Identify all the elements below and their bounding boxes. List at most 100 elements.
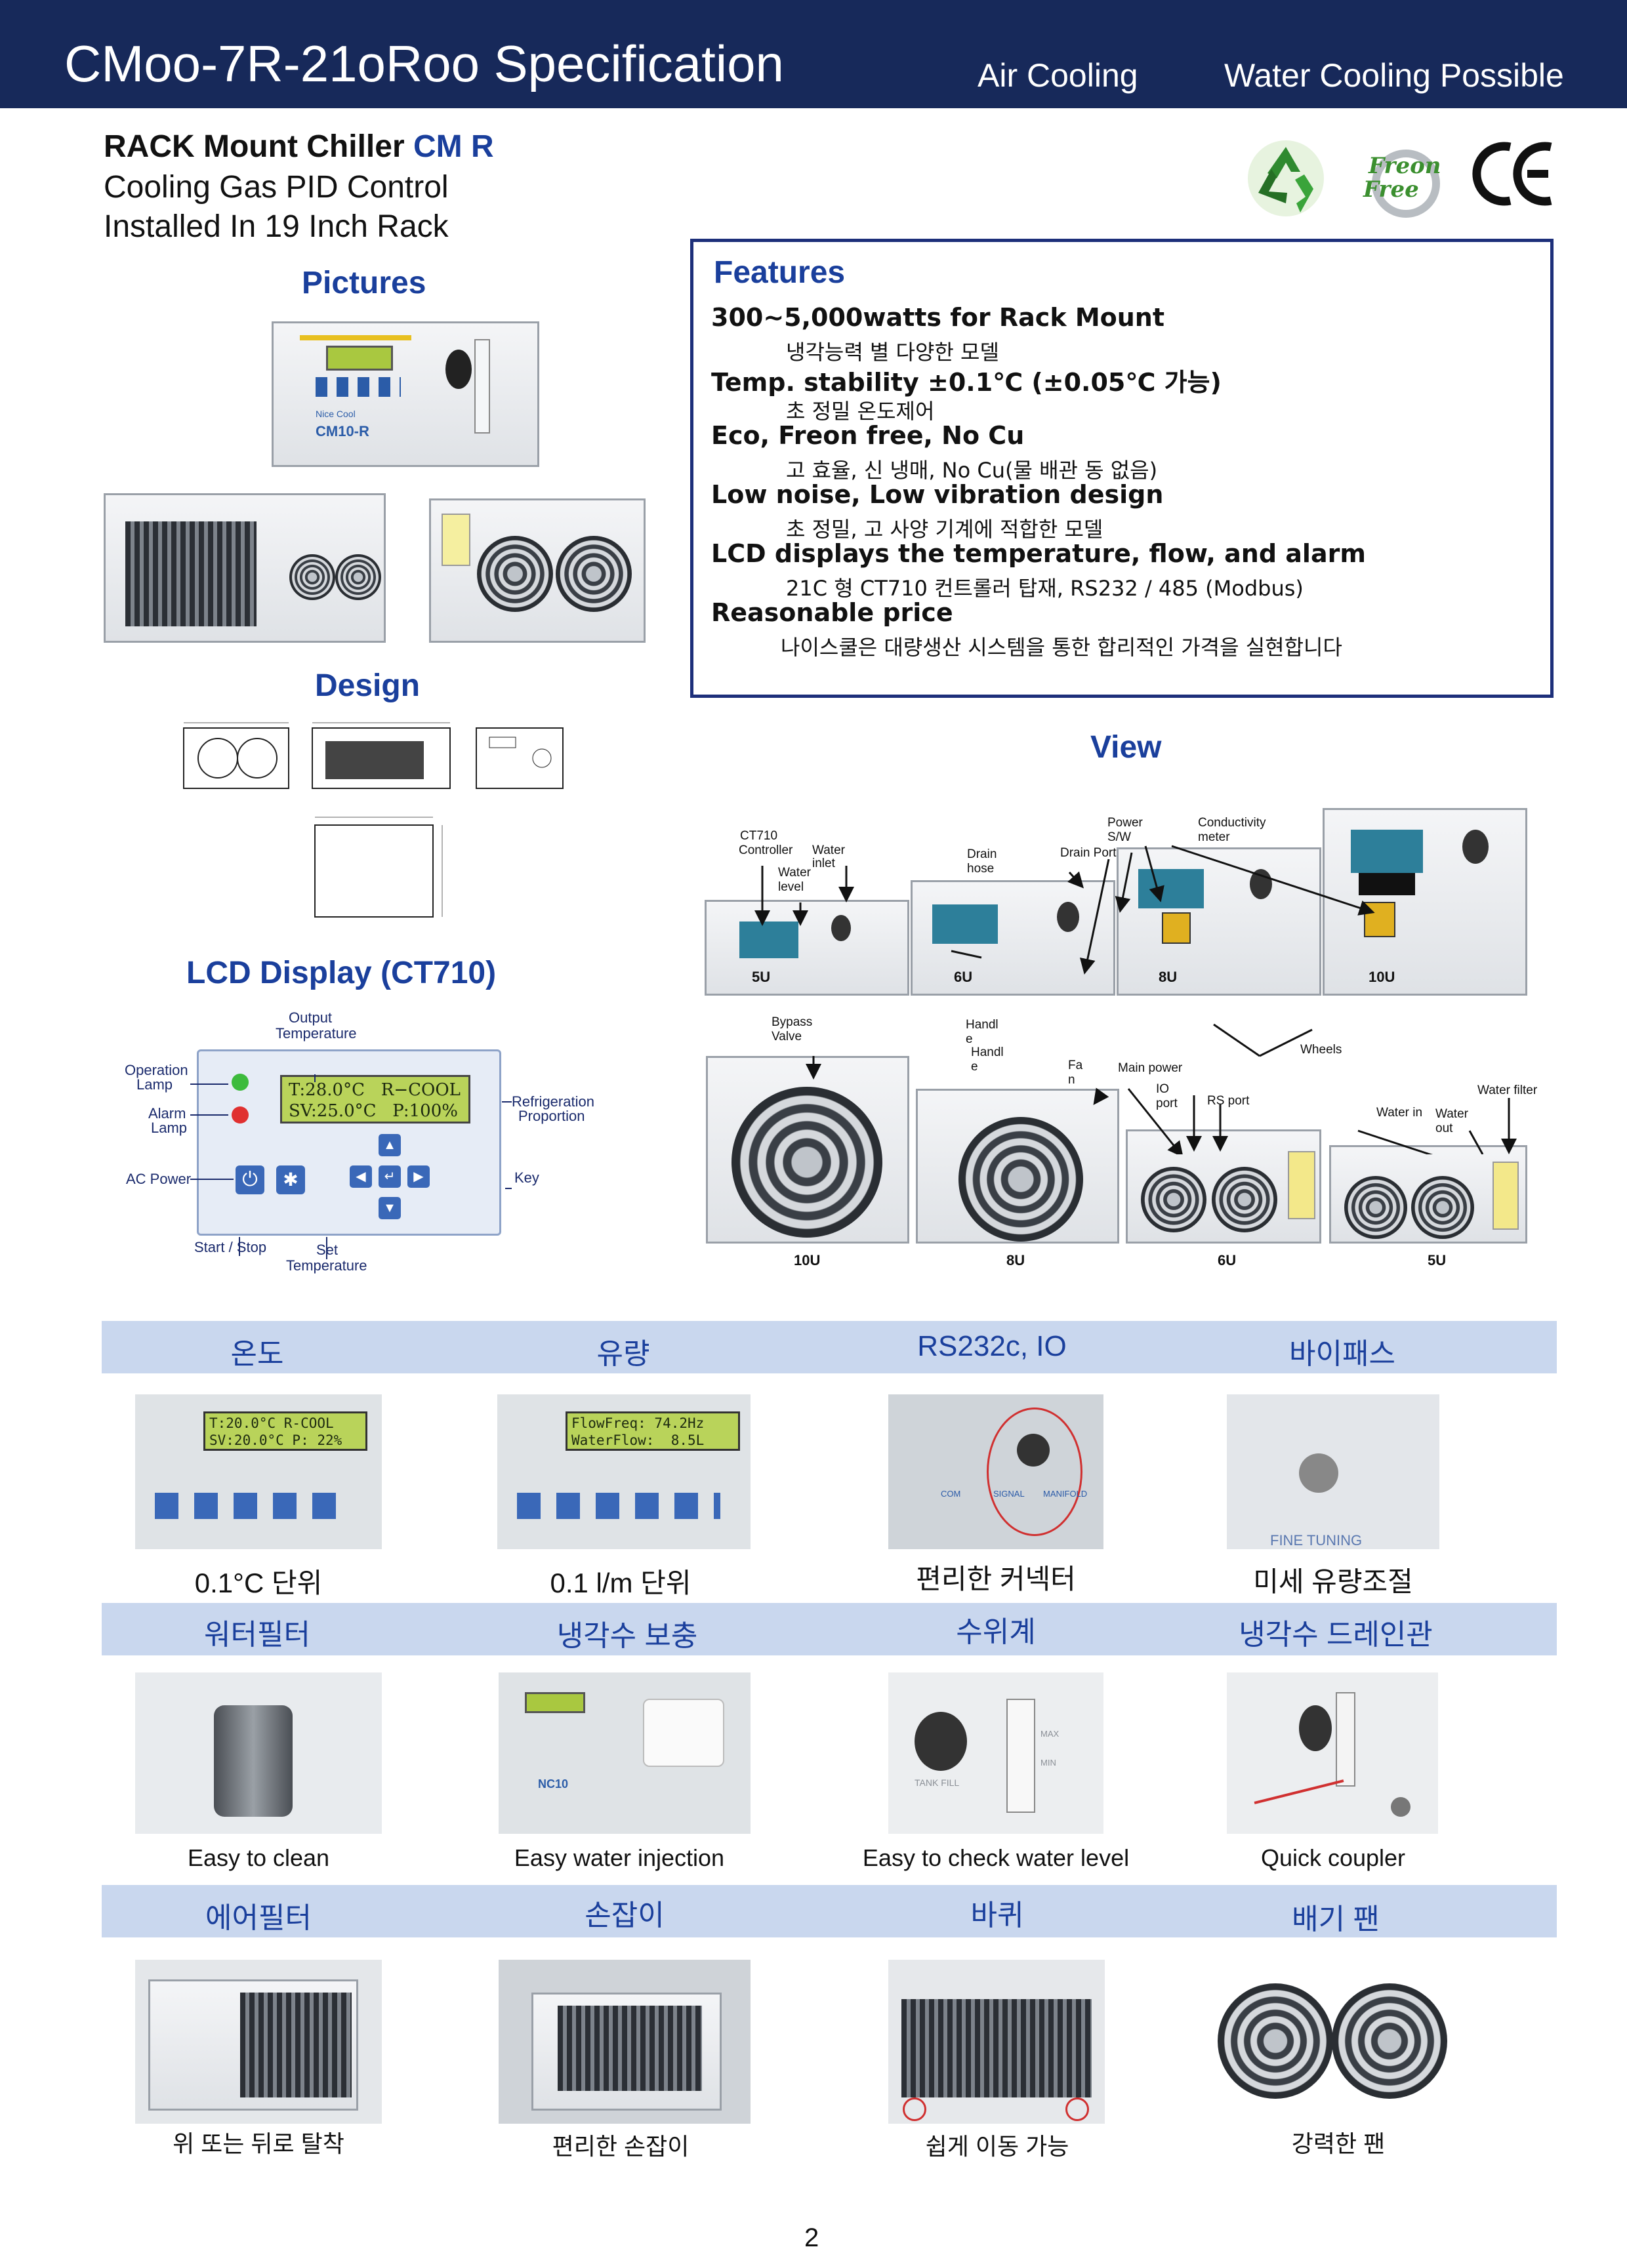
row2-caption-filter: Easy to clean: [187, 1844, 330, 1871]
unit-10u-front: [1323, 808, 1527, 996]
lcd-callout-lines: [190, 1074, 512, 1259]
exhaust-fan-photo: [1214, 1981, 1450, 2105]
view-callout-lines: [754, 845, 1517, 1154]
label-ac-power: AC Power: [126, 1171, 192, 1187]
recycle-icon: [1245, 138, 1327, 219]
chiller-rear-photo: [429, 498, 646, 643]
callout-power-sw-1: Power: [1107, 816, 1143, 830]
row3-caption-wheels: 쉽게 이동 가능: [925, 2133, 1069, 2160]
ce-mark-icon: [1472, 138, 1557, 210]
callout-io-port-1: IO: [1156, 1082, 1170, 1096]
design-heading: Design: [315, 668, 421, 703]
callout-io-port-2: port: [1156, 1097, 1178, 1110]
feature-3-sub: 고 효율, 신 냉매, No Cu(물 배관 동 없음): [786, 458, 1158, 483]
handle-photo: [499, 1960, 751, 2124]
callout-handle-b-1: Handl: [971, 1045, 1004, 1059]
row2-label-water-filter: 워터필터: [204, 1619, 310, 1651]
label-alarm-lamp-1: Alarm: [148, 1105, 186, 1122]
wheels-photo: [888, 1960, 1105, 2124]
right-key-button[interactable]: ▶: [407, 1165, 430, 1188]
row1-label-temperature: 온도: [230, 1338, 284, 1370]
row3-caption-handle: 편리한 손잡이: [552, 2133, 690, 2160]
feature-2-sub: 초 정밀 온도제어: [786, 399, 935, 424]
row3-label-wheels: 바퀴: [970, 1899, 1024, 1932]
flow-lcd-line-2: WaterFlow: 8.5L: [571, 1432, 705, 1448]
temp-lcd-line-2: SV:20.0°C P: 22%: [209, 1432, 342, 1448]
chiller-angled-photo: [104, 493, 386, 643]
enter-key-button[interactable]: ↵: [379, 1165, 401, 1188]
view-top-size-10u: 10U: [1369, 969, 1395, 985]
lcd-heading: LCD Display (CT710): [186, 956, 497, 990]
document-title: CMoo-7R-21oRoo Specification: [64, 35, 784, 92]
view-bottom-size-6u: 6U: [1218, 1252, 1237, 1268]
unit-5u-rear: [1329, 1145, 1527, 1244]
callout-power-sw-2: S/W: [1107, 830, 1131, 844]
row1-caption-flow: 0.1 l/m 단위: [550, 1568, 691, 1598]
feature-4-sub: 초 정밀, 고 사양 기계에 적합한 모델: [786, 517, 1103, 542]
row1-label-rs232: RS232c, IO: [917, 1330, 1067, 1362]
operation-lamp-icon: [232, 1074, 249, 1091]
feature-6-sub: 나이스쿨은 대량생산 시스템을 통한 합리적인 가격을 실현합니다: [781, 635, 1342, 660]
label-set-temp-1: Set: [316, 1242, 339, 1258]
callout-drain-port: Drain Port: [1060, 846, 1117, 860]
callout-fan-1: Fa: [1068, 1059, 1083, 1072]
grid-row1-band: [102, 1321, 1557, 1373]
view-heading: View: [1090, 730, 1162, 765]
row2-label-drain: 냉각수 드레인관: [1239, 1619, 1433, 1651]
unit-6u-rear: [1126, 1129, 1321, 1244]
quick-coupler-photo: [1227, 1672, 1438, 1834]
row1-label-bypass: 바이패스: [1289, 1338, 1395, 1370]
intro-product-line: RACK Mount Chiller CM R: [104, 129, 494, 165]
down-key-button[interactable]: ▼: [379, 1197, 401, 1219]
callout-water-inlet-2: inlet: [812, 857, 835, 870]
com-label: COM: [941, 1489, 961, 1499]
callout-water-level-2: level: [778, 880, 804, 894]
start-stop-button[interactable]: ✱: [276, 1165, 305, 1194]
row1-caption-connector: 편리한 커넥터: [916, 1564, 1076, 1594]
lcd-line-1: T:28.0°C R−COOL: [289, 1080, 461, 1100]
alarm-lamp-icon: [232, 1106, 249, 1124]
left-key-button[interactable]: ◀: [350, 1165, 372, 1188]
freon-text-1: Freon: [1368, 153, 1441, 179]
row2-caption-injection: Easy water injection: [514, 1844, 725, 1871]
power-button[interactable]: ⏻: [236, 1165, 264, 1194]
callout-conductivity-1: Conductivity: [1198, 816, 1266, 830]
row2-caption-coupler: Quick coupler: [1260, 1844, 1406, 1871]
feature-5-sub: 21C 형 CT710 컨트롤러 탑재, RS232 / 485 (Modbus…: [786, 576, 1304, 601]
intro-model-name: CM R: [413, 129, 494, 164]
features-heading: Features: [714, 255, 846, 290]
callout-controller: Controller: [739, 843, 793, 857]
air-cooling-label: Air Cooling: [978, 57, 1138, 94]
unit-10u-rear: [706, 1056, 909, 1244]
intro-line-2: Cooling Gas PID Control: [104, 170, 449, 205]
grid-row2-band: [102, 1603, 1557, 1655]
design-drawing-side: [307, 719, 458, 798]
row3-caption-air-filter: 위 또는 뒤로 탈착: [173, 2130, 344, 2157]
fine-tuning-label: FINE TUNING: [1270, 1532, 1363, 1549]
label-key: Key: [514, 1169, 539, 1186]
callout-water-level-1: Water: [778, 866, 811, 880]
brand-label: Nice Cool: [316, 409, 356, 419]
up-key-button[interactable]: ▲: [379, 1134, 401, 1156]
level-gauge-photo: TANK FILL MAX MIN: [888, 1672, 1103, 1834]
callout-bypass-2: Valve: [772, 1030, 802, 1043]
intro-line-3: Installed In 19 Inch Rack: [104, 209, 449, 244]
callout-conductivity-2: meter: [1198, 830, 1230, 844]
feature-4-heading: Low noise, Low vibration design: [711, 480, 1164, 509]
chiller-front-photo: Nice Cool CM10-R: [272, 321, 539, 467]
connector-photo: COM SIGNAL MANIFOLD: [888, 1394, 1103, 1549]
callout-handle-a-2: e: [966, 1032, 973, 1046]
design-drawing-front: [171, 719, 295, 798]
row3-label-exhaust-fan: 배기 팬: [1292, 1903, 1380, 1935]
nc10-label: NC10: [538, 1777, 569, 1791]
freon-free-logo: Freon Free: [1357, 142, 1442, 220]
row3-label-air-filter: 에어필터: [205, 1902, 312, 1934]
pictures-heading: Pictures: [302, 266, 426, 300]
callout-ct710: CT710: [740, 829, 778, 843]
callout-handle-b-2: e: [971, 1060, 978, 1074]
row1-caption-temperature: 0.1°C 단위: [194, 1568, 323, 1598]
unit-8u-rear: [916, 1089, 1119, 1244]
feature-5-heading: LCD displays the temperature, flow, and …: [711, 539, 1366, 568]
